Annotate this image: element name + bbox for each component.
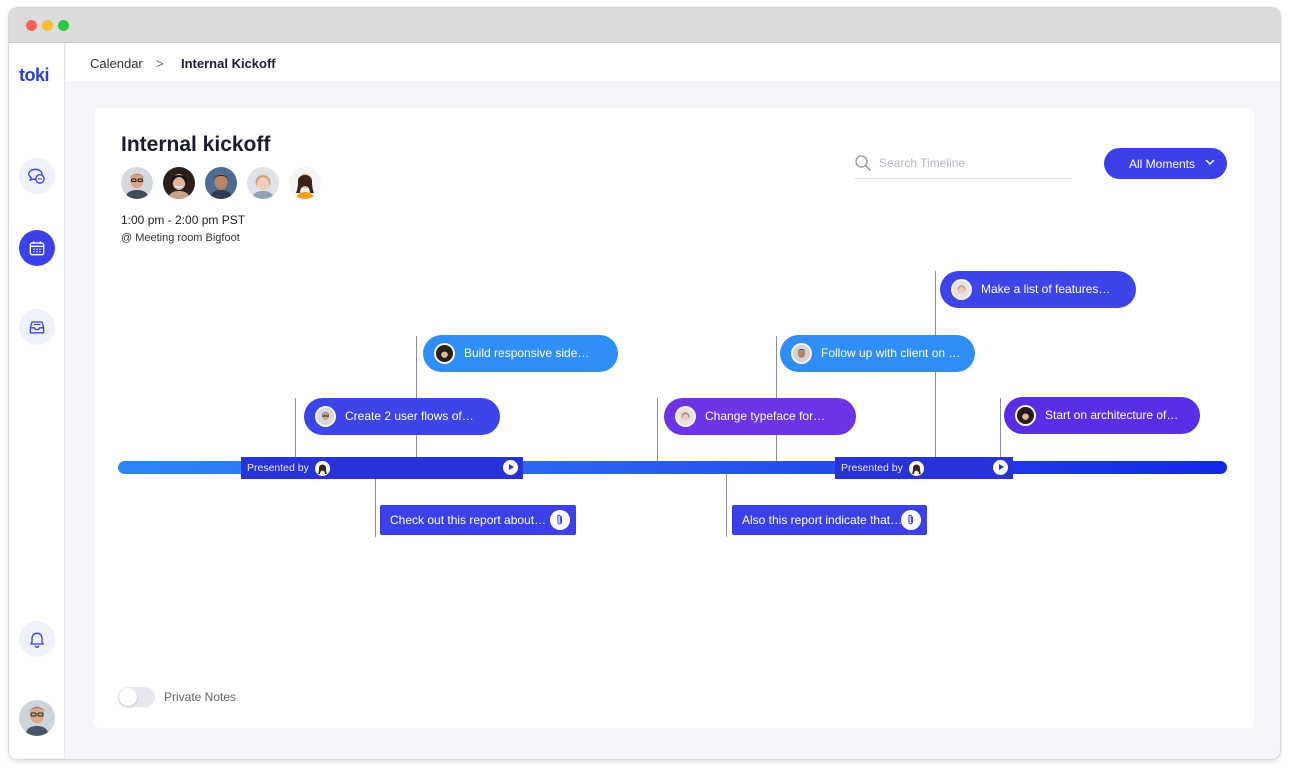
all-moments-dropdown[interactable]: All Moments: [1104, 148, 1227, 179]
note-connector: [375, 474, 376, 537]
moment-pill[interactable]: Change typeface for…: [664, 398, 856, 435]
note-connector: [726, 474, 727, 537]
close-window-button[interactable]: [26, 20, 37, 31]
moment-pill[interactable]: Create 2 user flows of…: [304, 398, 500, 435]
note-card[interactable]: Check out this report about…: [380, 505, 576, 535]
member-avatar[interactable]: [289, 167, 321, 199]
sidebar: toki: [9, 43, 65, 759]
calendar-nav-button[interactable]: [19, 230, 55, 266]
moment-label: Create 2 user flows of…: [345, 409, 474, 423]
note-card[interactable]: Also this report indicate that…: [732, 505, 927, 535]
bell-icon: [30, 632, 44, 648]
maximize-window-button[interactable]: [58, 20, 69, 31]
note-label: Also this report indicate that…: [742, 513, 903, 527]
breadcrumb-current: Internal Kickoff: [181, 56, 276, 71]
chat-nav-button[interactable]: [19, 158, 55, 194]
moment-connector: [657, 398, 658, 461]
moment-author-avatar: [951, 279, 972, 300]
presenter-segment[interactable]: Presented by: [241, 457, 523, 479]
breadcrumb-calendar-link[interactable]: Calendar: [90, 56, 143, 71]
calendar-icon: [29, 241, 45, 256]
play-icon[interactable]: [503, 460, 518, 475]
presenter-avatar: [908, 460, 924, 476]
presenter-label: Presented by: [247, 462, 309, 474]
app-window: toki: [9, 8, 1280, 759]
title-bar: [9, 8, 1280, 43]
member-avatar[interactable]: [163, 167, 195, 199]
presenter-avatar: [314, 460, 330, 476]
private-notes-label: Private Notes: [164, 690, 237, 704]
chat-icon: [27, 168, 45, 184]
moment-label: Follow up with client on …: [821, 346, 961, 360]
member-avatar[interactable]: [121, 167, 153, 199]
attachment-icon[interactable]: [550, 510, 570, 530]
moment-label: Make a list of features…: [981, 282, 1111, 296]
breadcrumb-separator: >: [156, 56, 164, 71]
chevron-down-icon: [1205, 159, 1215, 166]
page-title: Internal kickoff: [121, 133, 271, 156]
moment-pill[interactable]: Follow up with client on …: [780, 335, 975, 372]
meeting-time: 1:00 pm - 2:00 pm PST: [121, 213, 246, 227]
moment-author-avatar: [1015, 405, 1036, 426]
moment-author-avatar: [434, 343, 455, 364]
moment-label: Change typeface for…: [705, 409, 826, 423]
top-bar: Calendar > Internal Kickoff: [66, 43, 1280, 81]
app-logo[interactable]: toki: [19, 65, 50, 85]
moment-pill[interactable]: Build responsive side…: [423, 335, 618, 372]
play-icon[interactable]: [993, 460, 1008, 475]
user-avatar[interactable]: [19, 700, 55, 736]
presenter-label: Presented by: [841, 462, 903, 474]
presenter-segment[interactable]: Presented by: [835, 457, 1013, 479]
note-label: Check out this report about…: [390, 513, 547, 527]
moment-pill[interactable]: Start on architecture of…: [1004, 397, 1200, 434]
inbox-nav-button[interactable]: [19, 309, 55, 345]
search-timeline: [854, 150, 1072, 179]
moment-label: Start on architecture of…: [1045, 408, 1179, 422]
search-icon: [855, 155, 871, 171]
moment-author-avatar: [675, 406, 696, 427]
inbox-tray-icon: [29, 321, 45, 334]
moment-pill[interactable]: Make a list of features…: [940, 271, 1136, 308]
search-input[interactable]: [879, 153, 1069, 173]
all-moments-label: All Moments: [1129, 156, 1196, 171]
private-notes-toggle[interactable]: [118, 687, 155, 707]
moment-author-avatar: [791, 343, 812, 364]
attachment-icon[interactable]: [901, 510, 921, 530]
moment-connector: [295, 398, 296, 461]
member-avatar[interactable]: [247, 167, 279, 199]
notifications-button[interactable]: [19, 621, 55, 657]
meeting-location: @ Meeting room Bigfoot: [121, 232, 240, 244]
moment-label: Build responsive side…: [464, 346, 590, 360]
meeting-card: Internal kickoff 1:00 pm - 2:00 pm PST @…: [94, 108, 1254, 728]
member-avatar[interactable]: [205, 167, 237, 199]
moment-connector: [1000, 398, 1001, 461]
moment-author-avatar: [315, 406, 336, 427]
minimize-window-button[interactable]: [42, 20, 53, 31]
